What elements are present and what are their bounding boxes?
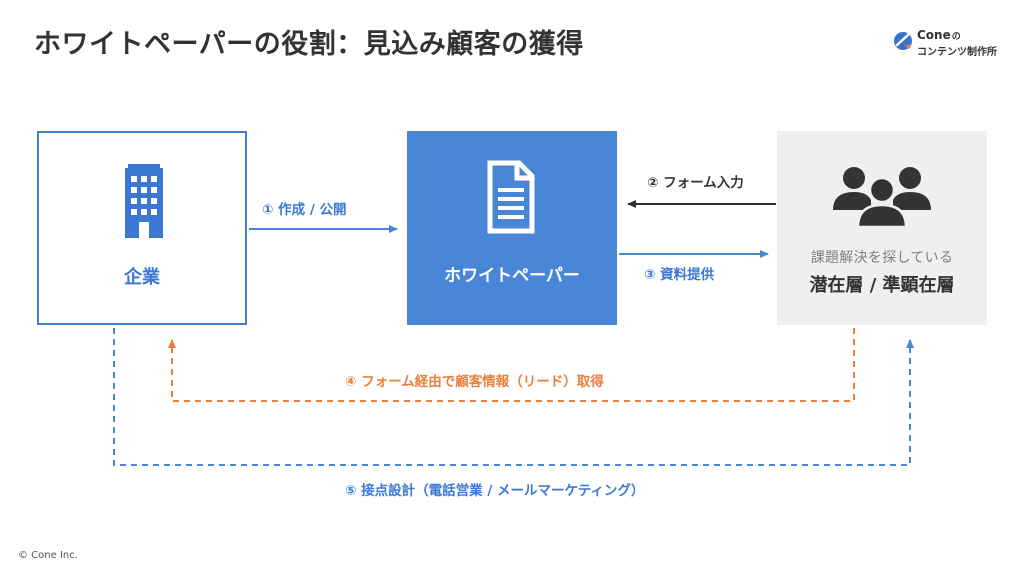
- copyright: © Cone Inc.: [18, 550, 78, 561]
- flow-label-provide-docs: ③ 資料提供: [644, 267, 715, 283]
- whitepaper-label: ホワイトペーパー: [444, 266, 580, 286]
- arrow-lead-acquisition: [168, 328, 855, 402]
- building-icon: [125, 164, 163, 238]
- logo-subtitle: コンテンツ制作所: [917, 47, 997, 58]
- page-title: ホワイトペーパーの役割：見込み顧客の獲得: [34, 29, 584, 60]
- flow-label-form-input: ② フォーム入力: [647, 175, 744, 191]
- document-icon: [487, 160, 535, 234]
- people-group-icon: [833, 167, 931, 228]
- arrow-contact-design: [113, 328, 914, 466]
- whitepaper-node: ホワイトペーパー: [407, 131, 617, 325]
- target-description: 課題解決を探している: [810, 250, 954, 266]
- target-label: 潜在層 / 準顕在層: [809, 275, 955, 296]
- company-label: 企業: [124, 267, 160, 288]
- logo-name-suffix: の: [951, 32, 961, 42]
- flow-label-lead-acquisition: ④ フォーム経由で顧客情報（リード）取得: [345, 374, 604, 390]
- company-node: 企業: [37, 131, 247, 325]
- flow-label-create-publish: ① 作成 / 公開: [262, 202, 347, 218]
- flow-label-contact-design: ⑤ 接点設計（電話営業 / メールマーケティング）: [345, 483, 645, 499]
- cone-logo-icon: [894, 32, 912, 50]
- cone-logo: Coneの コンテンツ制作所: [893, 25, 1003, 58]
- logo-name: Cone: [917, 28, 951, 42]
- target-node: 課題解決を探している 潜在層 / 準顕在層: [777, 131, 987, 325]
